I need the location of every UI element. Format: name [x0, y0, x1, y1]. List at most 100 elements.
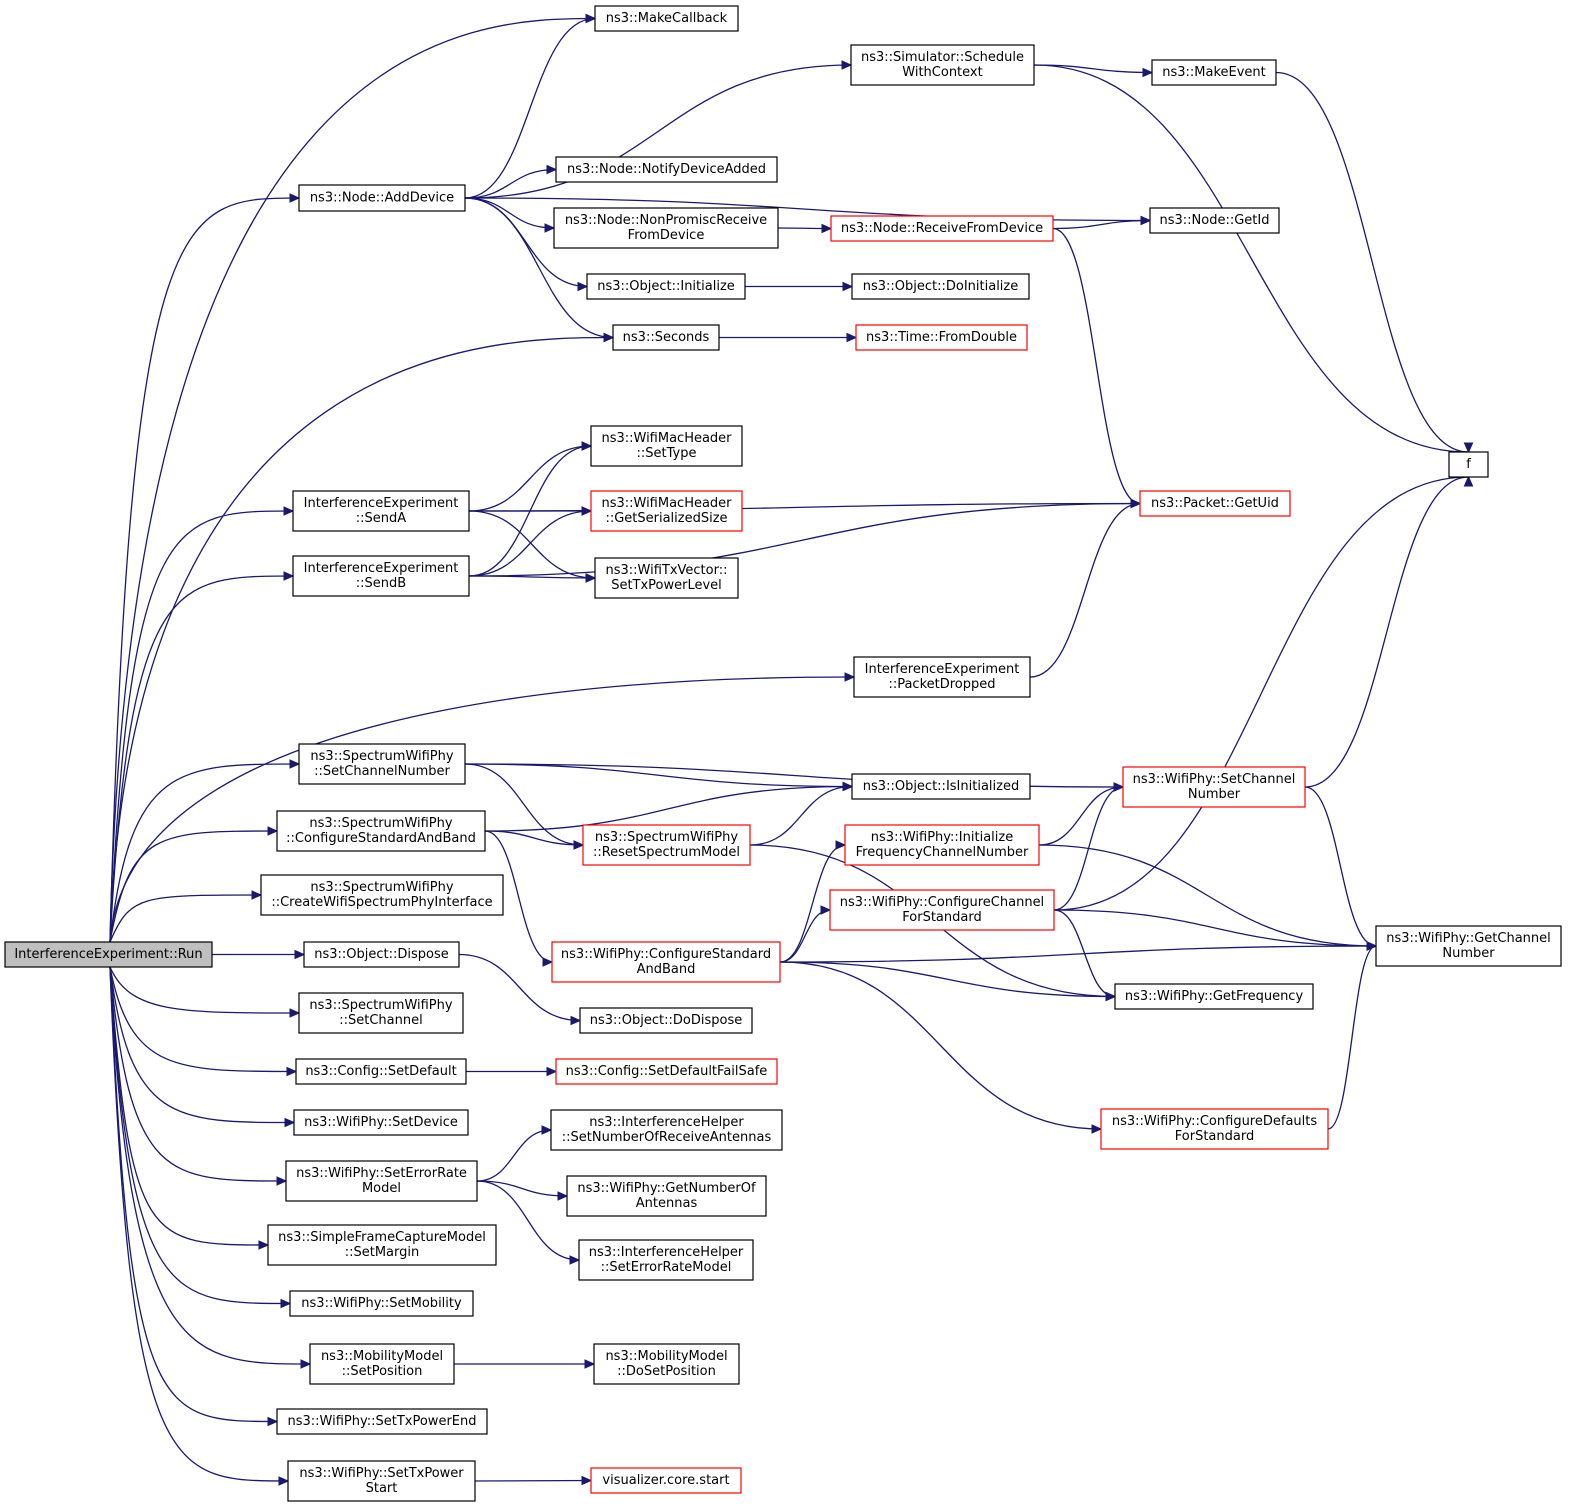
- edge-line: [1053, 909, 1377, 947]
- node-box: [298, 184, 466, 212]
- node-setnumrxant[interactable]: ns3::InterferenceHelper::SetNumberOfRece…: [550, 1109, 783, 1151]
- node-box: [298, 992, 464, 1034]
- edge-arrowhead: [294, 949, 306, 960]
- node-label: ns3::WifiPhy::SetTxPowerEnd: [288, 1414, 477, 1429]
- node-label: ::SetPosition: [342, 1364, 423, 1379]
- edge-line: [476, 1180, 580, 1261]
- node-receivefrom[interactable]: ns3::Node::ReceiveFromDevice: [830, 215, 1054, 242]
- node-setchannelnumber_wp[interactable]: ns3::WifiPhy::SetChannelNumber: [1122, 766, 1306, 808]
- node-getuid[interactable]: ns3::Packet::GetUid: [1139, 490, 1291, 517]
- edge-arrowhead: [289, 1008, 301, 1018]
- node-dodispose[interactable]: ns3::Object::DoDispose: [579, 1007, 753, 1034]
- node-txpowerlevel[interactable]: ns3::WifiTxVector::SetTxPowerLevel: [594, 557, 739, 599]
- node-label: InterferenceExperiment::Run: [14, 947, 202, 962]
- node-vizstart[interactable]: visualizer.core.start: [590, 1467, 742, 1494]
- node-makeevent[interactable]: ns3::MakeEvent: [1151, 59, 1277, 86]
- edge-arrowhead: [842, 781, 854, 792]
- node-createiface[interactable]: ns3::SpectrumWifiPhy::CreateWifiSpectrum…: [260, 874, 504, 916]
- node-setdevice[interactable]: ns3::WifiPhy::SetDevice: [293, 1109, 469, 1136]
- edge-initialize-to-doinitialize: [744, 281, 854, 292]
- node-makecallback[interactable]: ns3::MakeCallback: [594, 5, 739, 32]
- node-setchannel[interactable]: ns3::SpectrumWifiPhy::SetChannel: [298, 992, 464, 1034]
- node-dispose[interactable]: ns3::Object::Dispose: [303, 941, 460, 968]
- edge-line: [109, 966, 269, 1246]
- node-seterrorratemodel_wp[interactable]: ns3::WifiPhy::SetErrorRateModel: [285, 1160, 478, 1202]
- node-resetspectrum[interactable]: ns3::SpectrumWifiPhy::ResetSpectrumModel: [582, 824, 751, 866]
- edge-setdefault-to-setdefaultfailsafe: [465, 1066, 558, 1077]
- node-seconds[interactable]: ns3::Seconds: [612, 324, 720, 351]
- node-setmobility[interactable]: ns3::WifiPhy::SetMobility: [289, 1290, 474, 1317]
- node-adddevice[interactable]: ns3::Node::AddDevice: [298, 184, 466, 212]
- node-run[interactable]: InterferenceExperiment::Run: [4, 941, 213, 968]
- edge-arrowhead: [284, 1117, 296, 1128]
- node-label: ns3::WifiPhy::SetMobility: [301, 1296, 462, 1311]
- edge-setchannelnumber_wp-to-f: [1304, 475, 1474, 788]
- node-getid[interactable]: ns3::Node::GetId: [1149, 207, 1280, 234]
- node-dosetposition[interactable]: ns3::MobilityModel::DoSetPosition: [593, 1343, 740, 1385]
- edge-line: [468, 445, 592, 577]
- node-seterrorratemodel_ih[interactable]: ns3::InterferenceHelper::SetErrorRateMod…: [578, 1239, 754, 1281]
- edge-seterrorratemodel_wp-to-setnumrxant: [476, 1125, 553, 1182]
- node-setchannelnumber_sw[interactable]: ns3::SpectrumWifiPhy::SetChannelNumber: [298, 743, 466, 785]
- edge-line: [464, 197, 555, 229]
- edge-arrowhead: [577, 281, 589, 292]
- node-label: ns3::SpectrumWifiPhy: [310, 880, 453, 895]
- edge-arrowhead: [541, 1125, 553, 1135]
- edge-adddevice-to-notify: [464, 164, 558, 199]
- node-setdefaultfailsafe[interactable]: ns3::Config::SetDefaultFailSafe: [555, 1058, 778, 1085]
- node-box: [578, 1239, 754, 1281]
- node-sendB[interactable]: InterferenceExperiment::SendB: [292, 555, 470, 597]
- node-serializedsize[interactable]: ns3::WifiMacHeader::GetSerializedSize: [590, 490, 743, 532]
- node-label: ns3::Config::SetDefaultFailSafe: [566, 1064, 768, 1079]
- node-label: ::SetType: [637, 446, 697, 461]
- edge-configurestdband_wp-to-getchannelnumber: [779, 941, 1378, 963]
- node-initialize[interactable]: ns3::Object::Initialize: [586, 273, 746, 300]
- node-configurestdband_sw[interactable]: ns3::SpectrumWifiPhy::ConfigureStandardA…: [276, 810, 486, 852]
- node-settype[interactable]: ns3::WifiMacHeader::SetType: [590, 425, 743, 467]
- edge-arrowhead: [585, 573, 597, 583]
- node-box: [293, 1109, 469, 1136]
- node-setdefault[interactable]: ns3::Config::SetDefault: [295, 1058, 467, 1085]
- node-sendA[interactable]: InterferenceExperiment::SendA: [292, 490, 470, 532]
- node-box: [1375, 925, 1562, 967]
- node-isinitialized[interactable]: ns3::Object::IsInitialized: [851, 773, 1031, 800]
- node-setposition[interactable]: ns3::MobilityModel::SetPosition: [309, 1343, 455, 1385]
- edge-arrowhead: [1463, 475, 1474, 487]
- edge-arrowhead: [1091, 1124, 1103, 1134]
- node-doinitialize[interactable]: ns3::Object::DoInitialize: [851, 273, 1030, 300]
- node-fromdouble[interactable]: ns3::Time::FromDouble: [855, 324, 1028, 351]
- node-initfreq[interactable]: ns3::WifiPhy::InitializeFrequencyChannel…: [844, 824, 1040, 866]
- edge-line: [109, 676, 855, 943]
- node-settxpowerend[interactable]: ns3::WifiPhy::SetTxPowerEnd: [276, 1408, 488, 1435]
- node-notify[interactable]: ns3::Node::NotifyDeviceAdded: [555, 156, 778, 183]
- node-f[interactable]: f: [1448, 451, 1489, 478]
- node-label: ns3::WifiPhy::SetTxPower: [299, 1466, 464, 1481]
- node-configuredefaults[interactable]: ns3::WifiPhy::ConfigureDefaultsForStanda…: [1100, 1108, 1329, 1150]
- node-label: ns3::Config::SetDefault: [305, 1064, 456, 1079]
- node-label: ForStandard: [902, 910, 981, 925]
- node-label: ns3::MobilityModel: [605, 1349, 727, 1364]
- node-getfrequency[interactable]: ns3::WifiPhy::GetFrequency: [1114, 983, 1314, 1010]
- edge-seconds-to-fromdouble: [718, 332, 858, 343]
- node-box: [855, 324, 1028, 351]
- node-box: [612, 324, 720, 351]
- edge-line: [109, 966, 300, 1014]
- node-configurechannel[interactable]: ns3::WifiPhy::ConfigureChannelForStandar…: [829, 889, 1055, 931]
- edge-arrowhead: [1142, 67, 1154, 78]
- edge-line: [1304, 786, 1377, 947]
- node-label: ::PacketDropped: [888, 677, 995, 692]
- node-packetdropped[interactable]: InterferenceExperiment::PacketDropped: [853, 656, 1031, 698]
- node-box: [586, 273, 746, 300]
- edge-arrowhead: [1113, 782, 1125, 792]
- edge-run-to-setchannel: [109, 966, 301, 1018]
- node-setmargin[interactable]: ns3::SimpleFrameCaptureModel::SetMargin: [267, 1224, 497, 1266]
- edge-arrowhead: [251, 890, 263, 900]
- node-configurestdband_wp[interactable]: ns3::WifiPhy::ConfigureStandardAndBand: [551, 941, 781, 983]
- edge-arrowhead: [557, 1191, 569, 1201]
- node-label: ns3::InterferenceHelper: [589, 1245, 744, 1260]
